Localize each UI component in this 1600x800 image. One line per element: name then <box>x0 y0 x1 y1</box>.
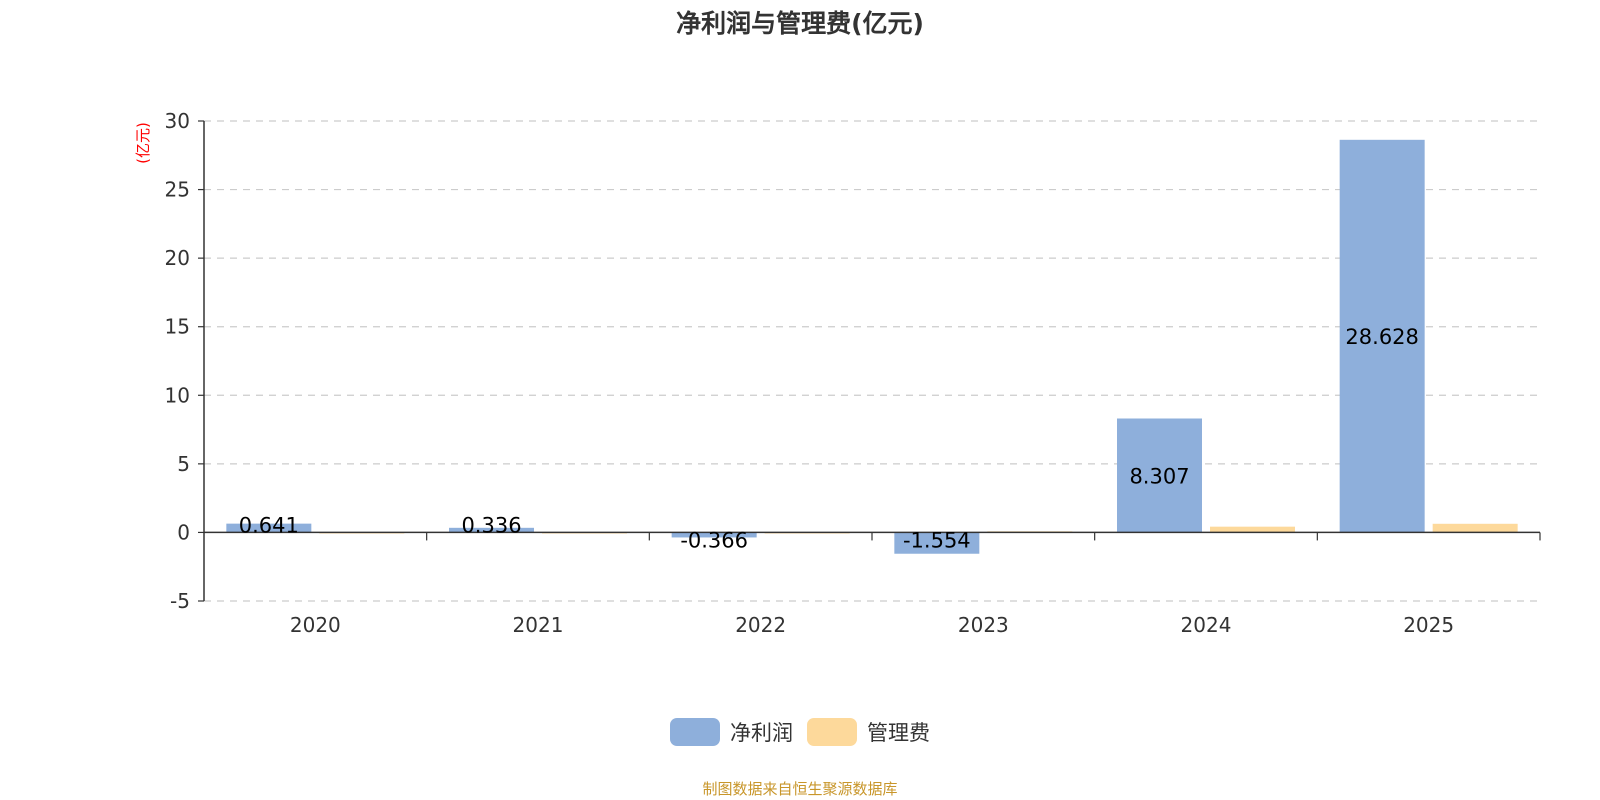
x-tick-label: 2024 <box>1181 613 1232 637</box>
x-tick-label: 2023 <box>958 613 1009 637</box>
bar-net-profit-2022 <box>671 532 757 538</box>
data-label-net-profit-2025: 28.628 <box>1345 325 1418 349</box>
x-tick-label: 2021 <box>513 613 564 637</box>
x-tick-label: 2025 <box>1403 613 1454 637</box>
bar-net-profit-2024 <box>1117 418 1202 533</box>
data-source-note: 制图数据来自恒生聚源数据库 <box>702 780 898 798</box>
y-tick-label: 5 <box>177 452 190 476</box>
bar-net-profit-2021 <box>449 527 534 533</box>
data-label-net-profit-2023: -1.554 <box>903 528 971 552</box>
y-axis-unit-label: (亿元) <box>134 122 152 164</box>
bar-management-fee-2024 <box>1210 526 1295 533</box>
x-tick-label: 2020 <box>290 613 341 637</box>
legend-item-management-fee[interactable]: 管理费 <box>807 717 930 747</box>
bar-net-profit-2023 <box>894 532 980 554</box>
y-tick-label: 25 <box>165 178 190 202</box>
data-label-net-profit-2020: 0.641 <box>239 513 299 537</box>
bar-management-fee-2025 <box>1432 523 1518 533</box>
legend-label-management-fee: 管理费 <box>867 721 930 745</box>
data-label-net-profit-2024: 8.307 <box>1129 464 1189 488</box>
data-label-net-profit-2021: 0.336 <box>461 513 521 537</box>
bar-net-profit-2020 <box>226 523 312 533</box>
axes <box>198 120 1541 602</box>
y-tick-label: 20 <box>165 246 190 270</box>
legend-label-net-profit: 净利润 <box>730 721 793 745</box>
chart-title: 净利润与管理费(亿元) <box>676 9 924 38</box>
y-tick-label: 30 <box>165 109 190 133</box>
gridlines <box>204 120 1540 602</box>
legend-swatch-net-profit <box>670 718 720 746</box>
y-tick-label: 0 <box>177 520 190 544</box>
legend-swatch-management-fee <box>807 718 857 746</box>
y-tick-label: 10 <box>165 383 190 407</box>
legend: 净利润 管理费 <box>0 717 1600 747</box>
y-tick-label: 15 <box>165 315 190 339</box>
labels: -50510152025300.64120200.3362021-0.36620… <box>165 109 1455 637</box>
data-label-net-profit-2022: -0.366 <box>680 528 748 552</box>
y-tick-label: -5 <box>170 589 190 613</box>
bar-net-profit-2025 <box>1339 139 1425 533</box>
bars <box>226 139 1518 554</box>
legend-item-net-profit[interactable]: 净利润 <box>670 717 793 747</box>
x-tick-label: 2022 <box>735 613 786 637</box>
